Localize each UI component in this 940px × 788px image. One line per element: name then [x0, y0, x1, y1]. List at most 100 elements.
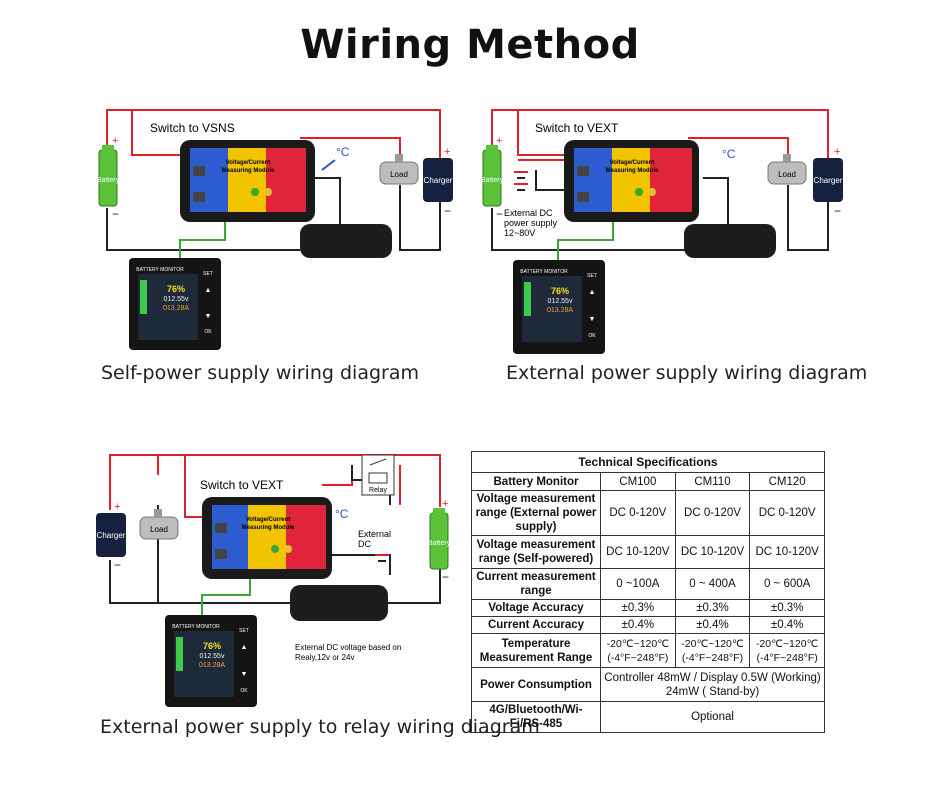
charger-label: Charger: [424, 176, 453, 185]
svg-text:−: −: [444, 204, 451, 218]
battery-icon: Battery + −: [428, 498, 451, 584]
table-header-cell: CM120: [749, 472, 825, 491]
svg-text:▼: ▼: [589, 316, 596, 323]
green-wire: [179, 220, 226, 260]
svg-text:SET: SET: [587, 273, 597, 279]
svg-text:Measuring Module: Measuring Module: [242, 525, 295, 531]
svg-text:Voltage/Current: Voltage/Current: [610, 160, 655, 166]
load-label: Load: [390, 170, 408, 179]
svg-text:76%: 76%: [551, 286, 569, 296]
red-wire: [300, 137, 401, 160]
shunt: [300, 224, 392, 258]
svg-text:−: −: [112, 207, 119, 221]
svg-text:+: +: [114, 501, 120, 513]
table-cell: DC 10-120V: [749, 535, 825, 569]
black-wire: [322, 554, 391, 575]
caption-relay: External power supply to relay wiring di…: [100, 716, 540, 738]
table-row: Voltage measurement range (Self-powered)…: [471, 535, 825, 569]
ext-dc-line-1: External DC: [504, 208, 553, 218]
relay-icon: Relay: [361, 454, 395, 496]
measuring-module: Voltage/Current Measuring Module: [202, 497, 332, 579]
svg-text:SET: SET: [239, 628, 249, 634]
row-label: Current Accuracy: [471, 616, 601, 634]
caption-external-power: External power supply wiring diagram: [506, 362, 868, 384]
table-cell: -20℃~120℃ (-4°F~248°F): [600, 633, 676, 668]
table-cell: DC 0-120V: [600, 490, 676, 536]
svg-text:013.28A: 013.28A: [547, 307, 573, 314]
table-cell: DC 10-120V: [600, 535, 676, 569]
svg-text:012.55v: 012.55v: [548, 298, 573, 305]
svg-text:+: +: [442, 498, 448, 510]
red-wire: [131, 110, 185, 156]
svg-text:+: +: [444, 146, 450, 158]
table-row: Voltage Accuracy ±0.3% ±0.3% ±0.3%: [471, 599, 825, 617]
table-header-row: Battery Monitor CM100 CM110 CM120: [471, 472, 825, 491]
battery-monitor-display: BATTERY MONITOR 76% 012.55v 013.28A SET …: [129, 258, 221, 350]
charger-icon: Charger + −: [813, 146, 843, 218]
table-cell: -20℃~120℃ (-4°F~248°F): [749, 633, 825, 668]
technical-specifications-table: Technical Specifications Battery Monitor…: [471, 451, 825, 733]
table-row: 4G/Bluetooth/Wi-Fi/RS-485 Optional: [471, 701, 825, 733]
charger-icon: Charger + −: [96, 501, 126, 572]
relay-note-line-1: External DC voltage based on: [295, 643, 401, 652]
blue-wire: [321, 159, 336, 171]
svg-text:Voltage/Current: Voltage/Current: [246, 517, 291, 523]
celsius-label: °C: [335, 507, 349, 521]
table-caption: Technical Specifications: [471, 451, 825, 473]
svg-text:BATTERY MONITOR: BATTERY MONITOR: [172, 624, 220, 630]
table-cell: 0 ~ 600A: [749, 568, 825, 600]
row-label: Voltage measurement range (Self-powered): [471, 535, 601, 569]
self-power-wiring-diagram: Battery + − Switch to VSNS Voltage/Curre…: [97, 109, 453, 350]
external-dc-source-icon: [514, 171, 528, 191]
battery-label: Battery: [428, 540, 451, 547]
red-wire: [184, 455, 206, 518]
table-cell: ±0.4%: [749, 616, 825, 634]
green-wire: [201, 570, 251, 615]
table-cell: DC 10-120V: [674, 535, 751, 569]
table-cell: DC 0-120V: [674, 490, 751, 536]
table-header-cell: CM100: [600, 472, 676, 491]
switch-label: Switch to VEXT: [200, 478, 284, 492]
celsius-label: °C: [336, 145, 350, 159]
svg-text:▲: ▲: [241, 644, 248, 651]
black-wire: [399, 185, 441, 251]
svg-text:012.55v: 012.55v: [200, 653, 225, 660]
row-label: Voltage measurement range (External powe…: [471, 490, 601, 536]
svg-text:OK: OK: [240, 688, 248, 694]
module-title-1: Voltage/Current: [226, 160, 271, 166]
svg-text:▼: ▼: [205, 313, 212, 320]
black-wire: [109, 560, 302, 604]
svg-text:+: +: [496, 135, 502, 147]
table-cell: ±0.3%: [674, 599, 751, 617]
svg-text:013.28A: 013.28A: [163, 305, 189, 312]
table-cell: ±0.3%: [749, 599, 825, 617]
ext-dc-line-2: DC: [358, 539, 371, 549]
table-row: Temperature Measurement Range -20℃~120℃ …: [471, 633, 825, 668]
svg-text:SET: SET: [203, 271, 213, 277]
battery-label: Battery: [481, 177, 504, 184]
table-header-cell: Battery Monitor: [471, 472, 601, 491]
measuring-module: Voltage/Current Measuring Module: [180, 140, 315, 222]
relay-label: Relay: [369, 487, 387, 494]
external-power-wiring-diagram: Battery + − External DC power supply 12~…: [481, 109, 843, 354]
red-wire: [517, 110, 564, 156]
svg-text:−: −: [114, 558, 121, 572]
table-cell-merged: Optional: [600, 701, 825, 733]
red-wire: [109, 454, 441, 510]
row-label: Temperature Measurement Range: [471, 633, 601, 668]
module-title-2: Measuring Module: [222, 168, 275, 174]
svg-text:BATTERY MONITOR: BATTERY MONITOR: [136, 267, 184, 273]
caption-self-power: Self-power supply wiring diagram: [101, 362, 419, 384]
black-wire: [703, 177, 729, 228]
table-row: Current measurement range 0 ~100A 0 ~ 40…: [471, 568, 825, 600]
charger-label: Charger: [97, 531, 126, 540]
celsius-label: °C: [722, 147, 736, 161]
table-row: Power Consumption Controller 48mW / Disp…: [471, 667, 825, 702]
table-cell: -20℃~120℃ (-4°F~248°F): [674, 633, 751, 668]
row-label: Current measurement range: [471, 568, 601, 600]
load-icon: Load: [767, 154, 807, 185]
relay-note-line-2: Realy,12v or 24v: [295, 653, 354, 662]
red-wire: [106, 109, 441, 160]
table-cell: 0 ~100A: [600, 568, 676, 600]
battery-icon: Battery + −: [97, 135, 120, 221]
